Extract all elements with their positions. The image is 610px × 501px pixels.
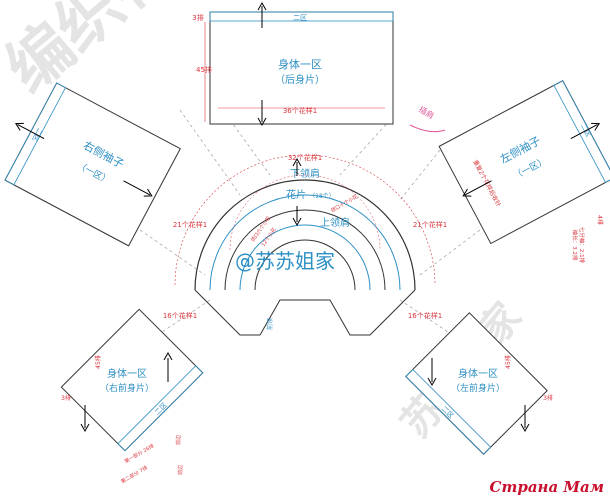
yoke-arc-2 <box>209 194 401 291</box>
yoke-motif-count: （18个） <box>309 193 335 200</box>
left-sleeve-count-note-2: 七分袖：2.1排 <box>578 227 586 264</box>
watermark-bg-1: 编织社 <box>0 0 187 107</box>
right-front-subtitle: （右前身片） <box>100 382 154 394</box>
yoke-arc-3 <box>224 209 386 291</box>
raglan-label: 插肩 <box>417 104 436 121</box>
left-sleeve-count-note: 袖长：3.2排 <box>571 230 579 261</box>
left-front-subtitle: （左前身片） <box>451 382 505 394</box>
back-panel: 二区 3排 45排 身体一区 （后身片） 36个花样1 <box>192 1 394 127</box>
yoke-measure-arc <box>174 154 436 286</box>
right-front-title: 身体一区 <box>107 367 147 380</box>
left-sleeve: 二区 左侧袖子 （一区） 重复2个花样后收针 <box>438 79 610 245</box>
yoke <box>174 154 436 336</box>
yoke-outer-arc <box>194 179 416 291</box>
left-sleeve-rows: 4排 <box>596 215 604 225</box>
left-front-zone-strip <box>405 368 492 455</box>
back-panel-height: 45排 <box>196 65 212 74</box>
yoke-motif-outer: 32个花样1 <box>288 153 322 162</box>
right-front-edge-rows: 3排 <box>61 394 71 402</box>
handle-watermark: @苏苏姐家 <box>235 249 335 273</box>
yoke-small-measure-arc <box>229 174 381 251</box>
yoke-upper-shoulder: 上领肩 <box>320 216 350 229</box>
right-front-zone-strip <box>117 365 204 452</box>
back-panel-zone: 二区 <box>293 14 307 22</box>
yoke-inner-arc <box>254 239 356 291</box>
yoke-front-edge <box>194 289 416 336</box>
right-front-note-2: 第二部分 7排 <box>120 464 149 485</box>
left-sleeve-shape <box>438 79 610 245</box>
right-sleeve: 二区 右侧袖子 （一区） <box>4 82 181 247</box>
right-front-tag-1: 前边 <box>175 435 182 445</box>
back-panel-zone-strip <box>209 11 394 22</box>
right-front-tag-2: 前边 <box>177 465 184 475</box>
back-panel-title: 身体一区 <box>278 57 322 71</box>
left-front-title: 身体一区 <box>458 367 498 380</box>
right-front-panel: 二区 <box>60 308 204 452</box>
back-panel-rows: 3排 <box>192 13 203 22</box>
yoke-motif-16-right: 16个花样1 <box>408 311 442 320</box>
back-panel-width: 36个花样1 <box>283 106 317 115</box>
yoke-motif-21-right: 21个花样1 <box>413 220 447 229</box>
right-front-rows: 45排 <box>94 355 102 369</box>
yoke-motif-21-left: 21个花样1 <box>173 220 207 229</box>
yoke-motif-16-left: 16个花样1 <box>163 311 197 320</box>
yoke-motif: 花片 <box>286 188 306 201</box>
yoke-front-edge-label: 前领 <box>266 318 274 330</box>
back-panel-subtitle: （后身片） <box>275 73 325 86</box>
yoke-arc-4 <box>239 224 371 291</box>
left-front-edge-rows: 3排 <box>543 394 553 402</box>
right-sleeve-shape <box>4 82 181 247</box>
brand-logo: Страна Мам <box>490 478 604 496</box>
left-front-rows: 45排 <box>504 355 512 369</box>
back-panel-shape <box>209 11 394 125</box>
yoke-lower-shoulder: 下领肩 <box>290 167 320 180</box>
